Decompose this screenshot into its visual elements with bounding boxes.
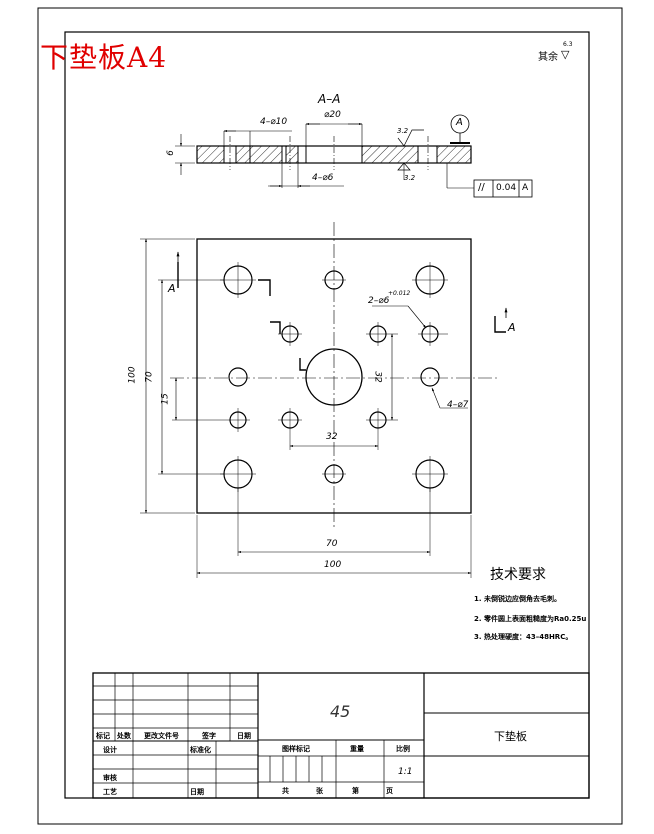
weight-label: 重量: [350, 745, 364, 753]
callout-holes: 4–⌀7: [447, 400, 469, 410]
sheet-unit: 张: [316, 787, 323, 795]
callout-dowel: 2–⌀6: [368, 296, 390, 306]
tech-requirement-1: 1. 未倒锐边应倒角去毛刺。: [474, 595, 561, 603]
datum-label: A: [456, 117, 463, 128]
scale-value: 1:1: [398, 767, 413, 777]
title-block: [92, 672, 590, 799]
outer-border: [37, 7, 623, 825]
designer-label: 设计: [103, 746, 117, 754]
tolerance-datum: A: [522, 183, 529, 193]
section-mark-left: A: [168, 282, 176, 295]
title-block-part-name: 下垫板: [494, 730, 527, 743]
section-view: [175, 114, 533, 198]
section-roughness-top: 3.2: [397, 127, 409, 135]
surface-finish-value: 6.3: [563, 41, 573, 48]
section-dim-4x10: 4–⌀10: [260, 117, 288, 127]
page-label: 第: [352, 787, 359, 795]
surface-finish-label: 其余: [538, 52, 558, 63]
tolerance-symbol: //: [478, 182, 485, 193]
row-label-count: 处数: [117, 732, 131, 740]
dim-100-horizontal: 100: [324, 560, 342, 570]
tech-requirement-2: 2. 零件圆上表面粗糙度为Ra0.25u: [474, 615, 587, 623]
sheet-label: 共: [282, 787, 289, 795]
section-dim-4x6: 4–⌀6: [312, 173, 334, 183]
scale-label: 比例: [396, 745, 410, 753]
section-roughness-bottom: 3.2: [404, 174, 416, 182]
tech-requirements-heading: 技术要求: [490, 567, 546, 583]
tech-requirement-3: 3. 热处理硬度：43–48HRC。: [474, 633, 573, 641]
tolerance-value: 0.04: [496, 183, 517, 193]
stage-mark-label: 图样标记: [282, 745, 310, 753]
dim-32-vertical: 32: [372, 371, 383, 383]
dim-32-horizontal: 32: [326, 432, 338, 442]
callout-dowel-tolerance: +0.012: [388, 290, 411, 297]
date-label: 日期: [190, 788, 204, 796]
surface-finish-symbol-icon: ▽: [561, 48, 570, 61]
plan-view: [140, 222, 508, 578]
review-label: 审核: [103, 774, 117, 782]
section-dim-20: ⌀20: [324, 110, 341, 120]
section-name: A–A: [318, 92, 341, 106]
row-label-doc: 更改文件号: [144, 732, 179, 740]
title-block-material: 45: [330, 702, 351, 721]
section-mark-right: A: [508, 321, 516, 334]
row-label-sign: 签字: [202, 732, 216, 740]
process-label: 工艺: [103, 788, 117, 796]
page-unit: 页: [386, 787, 393, 795]
dim-70-horizontal: 70: [326, 539, 338, 549]
inner-border: [64, 31, 590, 799]
row-label-date: 日期: [237, 732, 251, 740]
row-label-mark: 标记: [96, 732, 110, 740]
standardization-label: 标准化: [190, 746, 211, 754]
dim-15-vertical: 15: [160, 393, 171, 405]
drawing-title-overlay: 下垫板A4: [40, 41, 168, 74]
dim-100-vertical: 100: [127, 366, 138, 384]
section-dim-thickness: 6: [165, 150, 176, 156]
dim-70-vertical: 70: [144, 371, 155, 383]
